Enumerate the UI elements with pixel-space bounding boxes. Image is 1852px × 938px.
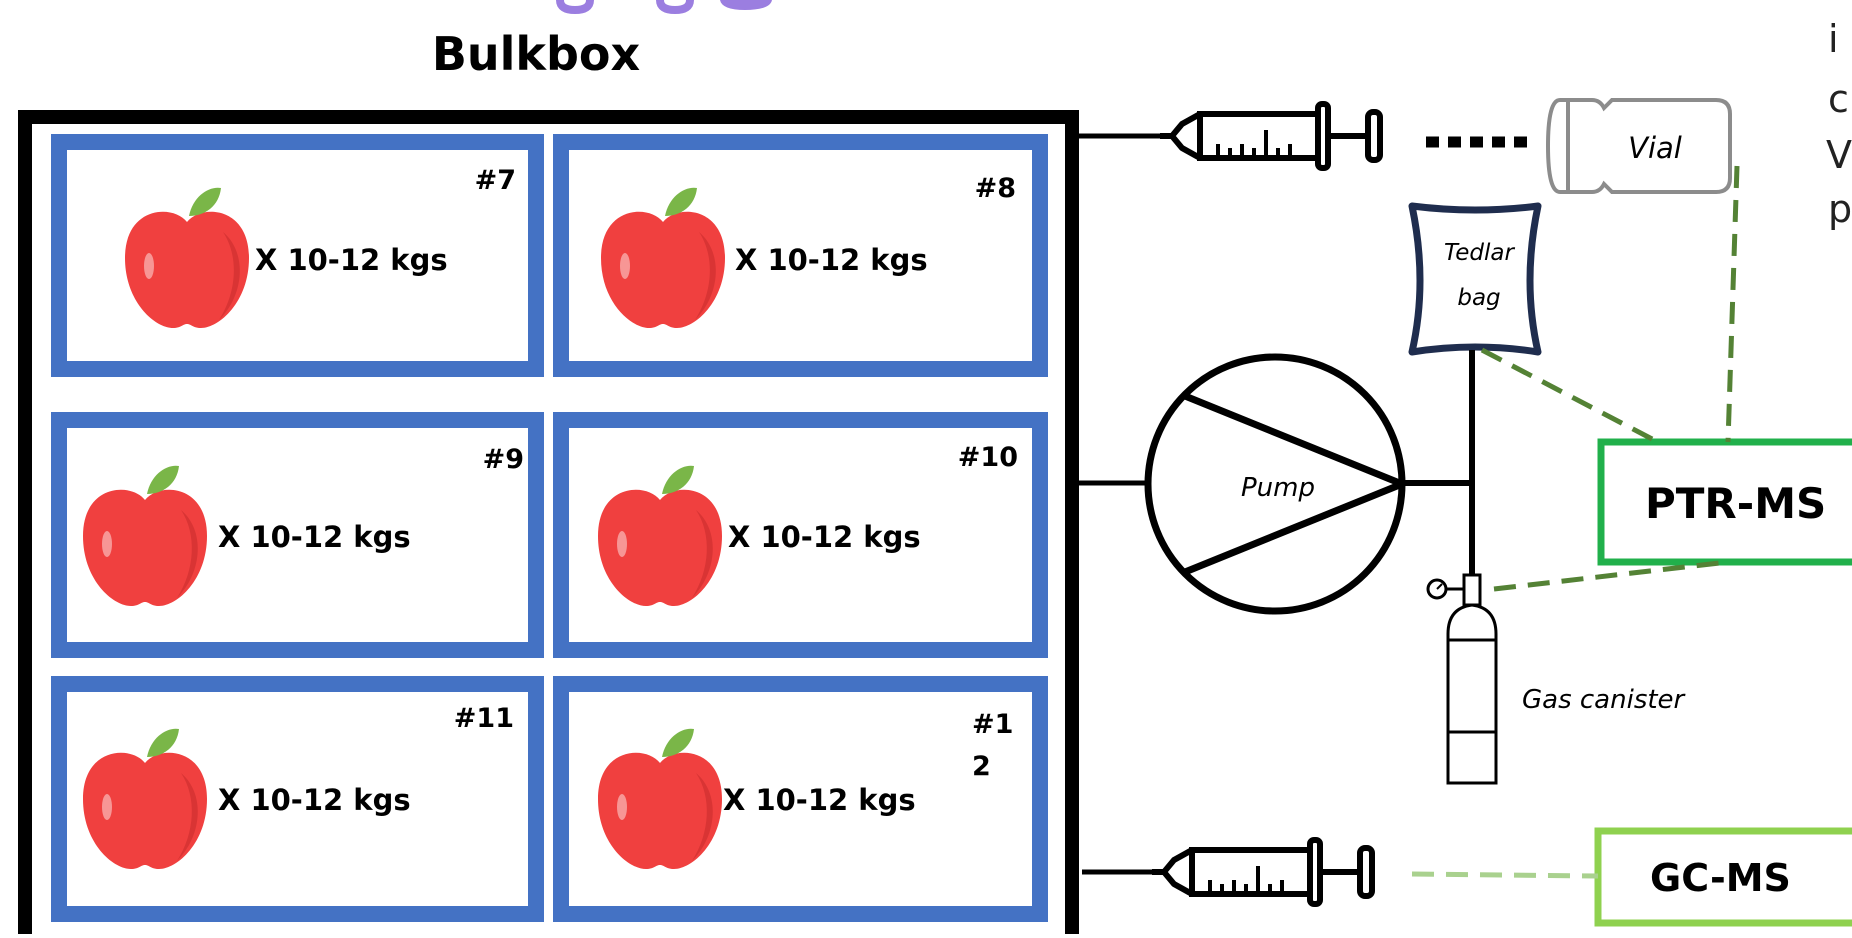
gc-ms-border (1594, 827, 1852, 927)
crate: X 10-12 kgs #8 (553, 134, 1048, 377)
title-fragment-decoration (556, 0, 772, 15)
vial-label: Vial (1628, 131, 1682, 165)
crate: X 10-12 kgs #7 (51, 134, 544, 377)
pump-label: Pump (1241, 473, 1315, 503)
tedlar-bag-label-line1: Tedlar (1444, 240, 1515, 266)
gc-ms-instrument: GC-MS (1594, 827, 1852, 927)
tedlar-bag-label-line2: bag (1457, 285, 1500, 311)
cropped-text-fragment: i (1828, 17, 1839, 61)
vial-to-ptr-ms-line (1725, 165, 1740, 443)
bulkbox-title: Bulkbox (432, 27, 640, 81)
valve-body (1462, 573, 1482, 607)
crate-id: #1 (972, 709, 1013, 740)
crate-id: 2 (972, 751, 991, 782)
cropped-text-fragment: c (1828, 77, 1849, 121)
tedlar-to-ptr-ms-line (1480, 347, 1656, 443)
crate: X 10-12 kgs #11 (51, 676, 544, 922)
crate-weight: X 10-12 kgs (728, 520, 921, 554)
crate: X 10-12 kgs #10 (553, 412, 1048, 658)
crate-weight: X 10-12 kgs (723, 783, 916, 817)
gauge-needle (1436, 583, 1443, 590)
apple-icon (83, 728, 207, 869)
ptr-ms-border (1597, 438, 1852, 566)
syringe-icon (1152, 840, 1372, 904)
crate-weight: X 10-12 kgs (218, 783, 411, 817)
pump-triangle-side (1183, 480, 1404, 576)
crate-border (51, 412, 544, 658)
apple-icon (83, 465, 207, 606)
crate-id: #11 (454, 703, 514, 734)
crate-id: #8 (975, 173, 1016, 204)
crate-id: #10 (958, 442, 1018, 473)
crate: X 10-12 kgs #9 (51, 412, 544, 658)
apple-icon (598, 465, 722, 606)
vial: Vial (1545, 98, 1732, 194)
pump: Pump (1144, 353, 1406, 615)
ptr-ms-label: PTR-MS (1645, 479, 1826, 528)
vial-outline (1545, 98, 1732, 194)
tedlar-bag-outline (1408, 202, 1542, 356)
gas-canister-label: Gas canister (1522, 685, 1687, 715)
crate-border (553, 676, 1048, 922)
cropped-text-fragment: p (1828, 187, 1852, 231)
apple-icon (598, 728, 722, 869)
crate-border (51, 134, 544, 377)
crate-weight: X 10-12 kgs (218, 520, 411, 554)
gas-canister: Gas canister (1426, 573, 1687, 785)
crate: X 10-12 kgs #1 2 (553, 676, 1048, 922)
canister-to-ptr-ms-line (1493, 559, 1729, 592)
gc-ms-label: GC-MS (1650, 856, 1791, 900)
syringe-icon (1160, 104, 1380, 168)
apple-icon (601, 187, 725, 328)
ptr-ms-instrument: PTR-MS (1597, 438, 1852, 566)
crate-weight: X 10-12 kgs (255, 243, 448, 277)
syringe-to-gc-ms-line (1411, 871, 1599, 879)
crate-id: #7 (475, 165, 516, 196)
canister-body (1446, 603, 1498, 785)
apple-icon (125, 187, 249, 328)
crate-border (51, 676, 544, 922)
cropped-text-fragment: V (1826, 133, 1852, 177)
crate-border (553, 134, 1048, 377)
tedlar-bag: Tedlar bag (1408, 202, 1542, 356)
crate-border (553, 412, 1048, 658)
crate-id: #9 (483, 444, 524, 475)
pump-triangle-side (1183, 392, 1404, 488)
crate-weight: X 10-12 kgs (735, 243, 928, 277)
bulkbox-frame (18, 110, 1079, 934)
